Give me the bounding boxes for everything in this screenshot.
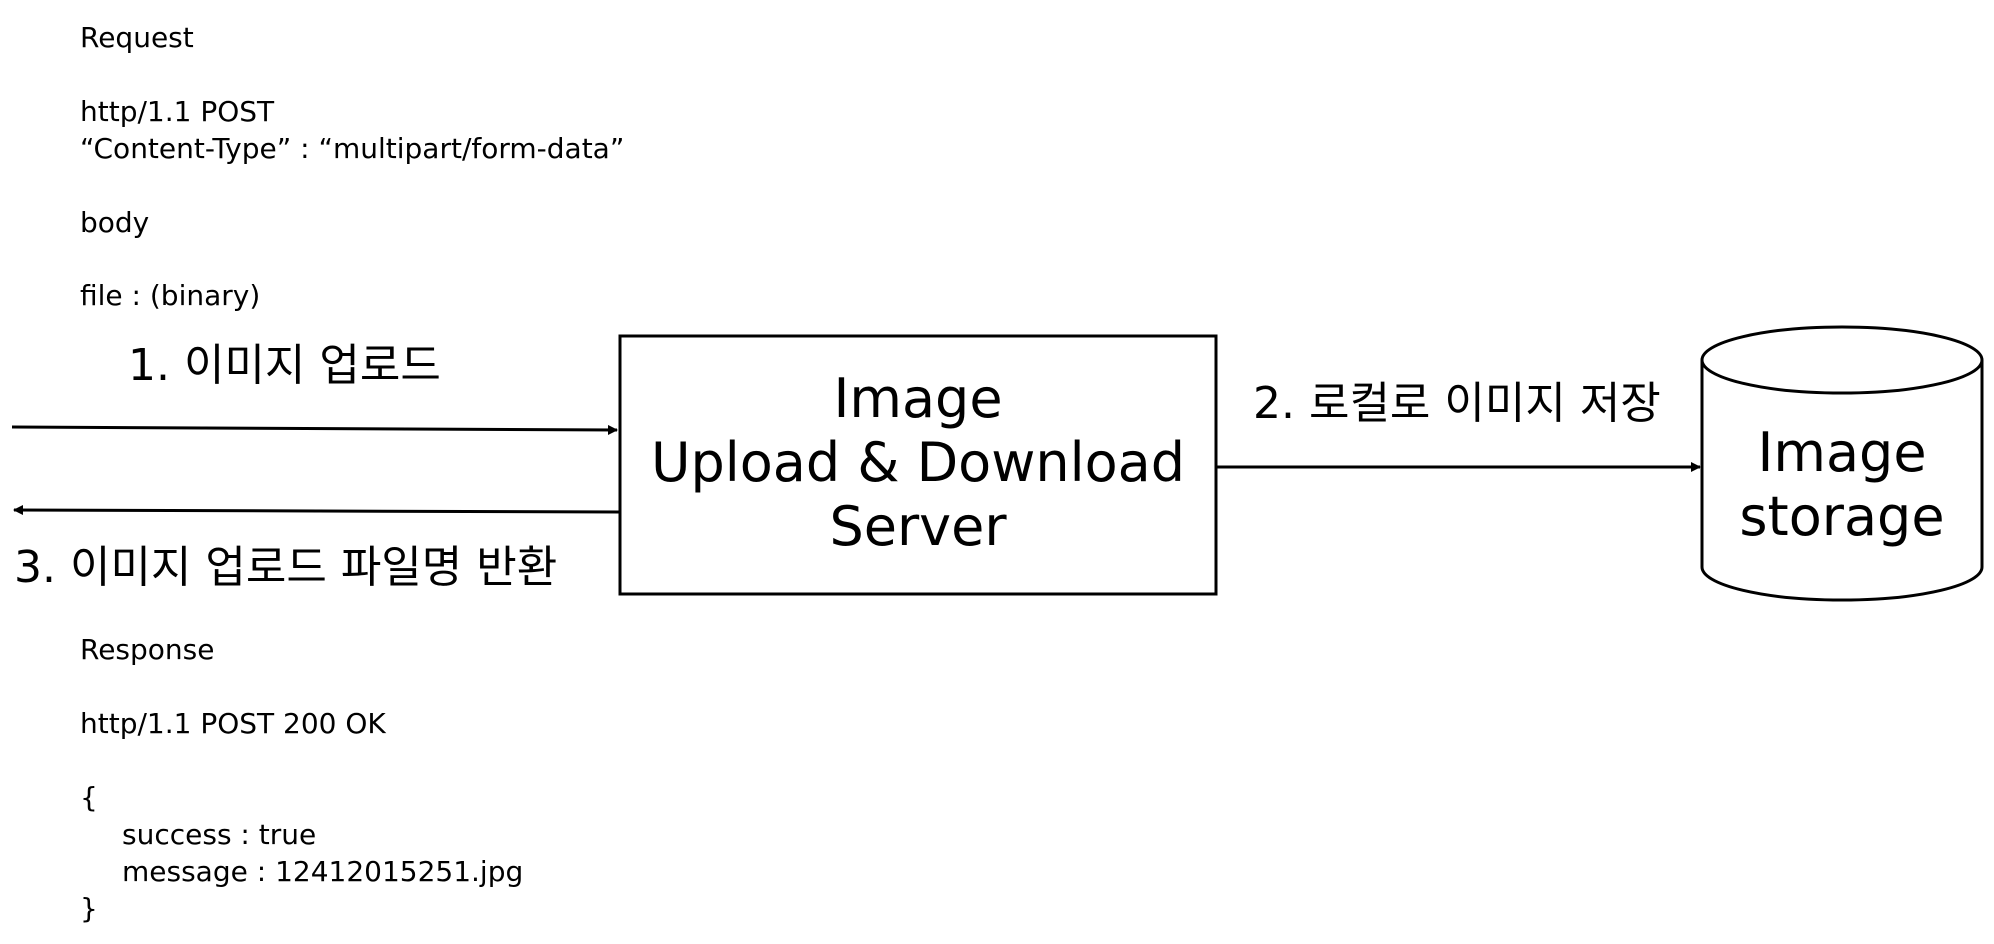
server-box xyxy=(618,334,1218,596)
request-file-line: file : (binary) xyxy=(80,279,261,312)
step-upload-label: 1. 이미지 업로드 xyxy=(128,340,441,391)
request-method-line: http/1.1 POST xyxy=(80,95,275,128)
response-success-line: success : true xyxy=(122,818,317,851)
server-label-line2: Upload & Download xyxy=(650,431,1186,494)
response-close-brace: } xyxy=(80,892,98,925)
step-save-label: 2. 로컬로 이미지 저장 xyxy=(1253,378,1661,429)
request-title: Request xyxy=(80,21,194,54)
response-open-brace: { xyxy=(80,781,98,814)
upload-request-arrow xyxy=(11,424,618,435)
request-body-label: body xyxy=(80,206,150,239)
storage-label-line1: Image xyxy=(1757,421,1927,484)
server-label-line1: Image xyxy=(833,367,1003,430)
request-content-type-line: “Content-Type” : “multipart/form-data” xyxy=(80,132,625,165)
server-label-line3: Server xyxy=(829,495,1007,558)
upload-response-arrow xyxy=(13,505,621,516)
response-title: Response xyxy=(80,633,215,666)
storage-cylinder xyxy=(1700,325,1984,602)
storage-label-line2: storage xyxy=(1739,485,1945,548)
response-status-line: http/1.1 POST 200 OK xyxy=(80,707,386,740)
server-label: Image Upload & Download Server xyxy=(620,367,1216,559)
step-return-label: 3. 이미지 업로드 파일명 반환 xyxy=(14,542,558,593)
response-message-line: message : 12412015251.jpg xyxy=(122,855,524,888)
storage-label: Image storage xyxy=(1702,421,1982,549)
